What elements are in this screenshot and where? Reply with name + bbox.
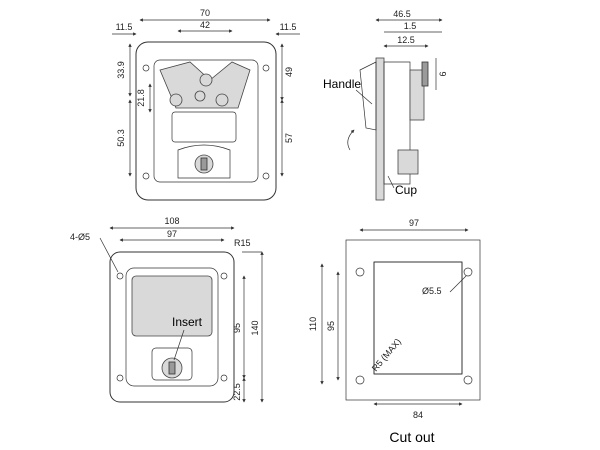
dim-cutout-inner-width: 84 (413, 410, 423, 420)
dim-cutout-inner-height: 95 (326, 321, 336, 331)
dim-front-right-offset: 11.5 (280, 22, 297, 32)
front-view: 70 42 11.5 11.5 33.9 21.8 50.3 49 57 (112, 8, 300, 201)
dim-front-right-upper: 49 (284, 67, 294, 77)
rear-paddle (131, 275, 213, 337)
label-insert: Insert (172, 315, 203, 329)
rear-hole-bl (116, 374, 124, 382)
front-recess (153, 59, 259, 183)
dim-rear-width: 108 (164, 216, 179, 226)
cutout-hole-tl (355, 267, 365, 277)
rear-key-slot (168, 361, 176, 375)
front-paddle (171, 111, 237, 143)
dim-front-right-lower: 57 (284, 133, 294, 143)
front-plate (135, 41, 277, 201)
dim-front-inner-width: 42 (200, 20, 210, 30)
rotate-arrow-icon (347, 129, 355, 151)
lock-housing (177, 144, 231, 179)
side-flange (375, 57, 385, 201)
dim-cutout-width: 97 (409, 218, 419, 228)
dim-rear-bottom: 22.5 (232, 383, 242, 401)
dim-rear-height: 140 (250, 320, 260, 335)
mount-hole-tl (142, 64, 150, 72)
cutout-opening (373, 261, 463, 375)
side-cup-body (383, 61, 411, 185)
dim-side-flange: 1.5 (404, 21, 417, 31)
mount-hole-tr (262, 64, 270, 72)
rear-hole-br (220, 374, 228, 382)
mount-hole-br (262, 172, 270, 180)
rear-recess (125, 267, 219, 387)
dim-rear-inner-width: 97 (167, 229, 177, 239)
side-lock-body (397, 149, 419, 175)
dim-front-lower-height: 50.3 (116, 129, 126, 147)
cutout-panel (345, 239, 481, 401)
dim-cutout-hole: Ø5.5 (422, 286, 442, 296)
cutout-view: 97 Ø5.5 110 95 R5 (MAX) 84 Cut out (308, 218, 481, 445)
dim-side-stud: 12.5 (397, 35, 415, 45)
dim-cutout-height: 110 (308, 317, 318, 331)
rear-hole-tr (220, 272, 228, 280)
rear-view: 108 97 4-Ø5 R15 140 95 22.5 Insert (70, 216, 264, 403)
dim-front-total-width: 70 (200, 8, 210, 18)
dim-rear-radius: R15 (234, 238, 251, 248)
cutout-hole-tr (463, 267, 473, 277)
dim-rear-inner-height: 95 (232, 323, 242, 333)
label-handle: Handle (323, 77, 361, 91)
label-cup: Cup (395, 183, 417, 197)
dim-front-left-offset: 11.5 (116, 22, 133, 32)
dim-front-upper-height: 33.9 (116, 61, 126, 79)
side-view: 46.5 1.5 12.5 6 Handle Cup (323, 9, 448, 201)
rear-lock-housing (151, 347, 193, 381)
dim-rear-holes: 4-Ø5 (70, 232, 90, 242)
pivot-center (194, 90, 206, 102)
pivot-left (169, 93, 183, 107)
key-slot (200, 157, 208, 171)
dim-side-depth: 46.5 (393, 9, 411, 19)
cutout-hole-br (463, 375, 473, 385)
side-bracket (409, 69, 425, 121)
cutout-hole-bl (355, 375, 365, 385)
side-stud (421, 61, 429, 87)
dim-side-diameter: 6 (438, 71, 448, 76)
mount-hole-bl (142, 172, 150, 180)
pivot-top (199, 73, 213, 87)
cutout-caption: Cut out (389, 429, 434, 445)
side-handle (359, 61, 377, 131)
dim-front-handle-height: 21.8 (136, 89, 146, 107)
rear-hole-tl (116, 272, 124, 280)
pivot-right (215, 93, 229, 107)
